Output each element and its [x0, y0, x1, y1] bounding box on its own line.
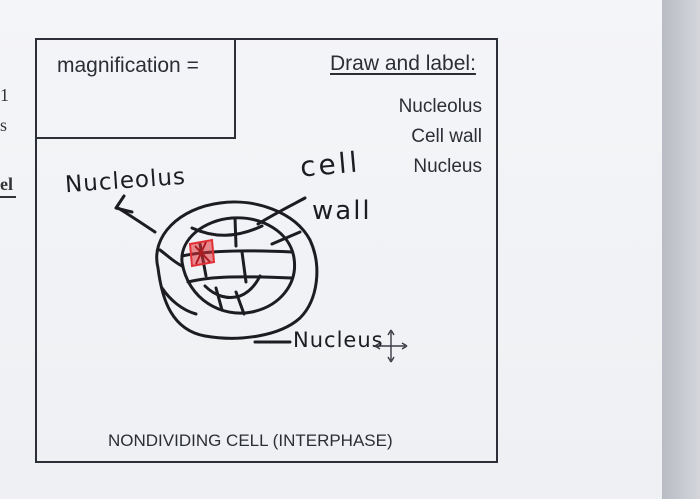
cell-outline — [155, 200, 319, 340]
internal-line — [160, 286, 198, 316]
internal-line — [190, 224, 264, 237]
drawing-frame — [35, 38, 498, 463]
internal-line — [203, 274, 262, 300]
left-edge-fragment-3: el — [0, 174, 13, 194]
arrowhead — [114, 194, 134, 214]
background-edge — [662, 0, 700, 499]
internal-line — [233, 216, 238, 248]
internal-line — [186, 275, 294, 284]
internal-line — [158, 248, 184, 268]
cursor-icon — [374, 329, 408, 363]
pointer-nucleolus — [116, 206, 157, 234]
left-edge-underline — [0, 196, 16, 198]
left-edge-fragment-2: s — [0, 115, 8, 135]
pointer-cell-wall — [256, 196, 307, 226]
left-edge-fragment-1: 1 — [0, 85, 9, 105]
draw-and-label-heading: Draw and label: — [330, 52, 476, 75]
internal-line — [234, 290, 246, 316]
handwritten-nucleus-label: Nucleus — [293, 328, 384, 352]
required-label-nucleolus: Nucleolus — [398, 96, 482, 117]
frame-caption: NONDIVIDING CELL (INTERPHASE) — [108, 431, 393, 450]
nucleolus-red-mark — [188, 238, 216, 268]
handwritten-wall-label: wall — [312, 196, 372, 226]
internal-line — [270, 230, 302, 246]
required-label-nucleus: Nucleus — [413, 156, 482, 177]
magnification-label: magnification = — [57, 54, 199, 77]
magnification-box — [35, 38, 236, 139]
required-label-cell-wall: Cell wall — [411, 126, 482, 147]
worksheet-paper — [0, 0, 662, 499]
internal-line — [214, 286, 224, 312]
